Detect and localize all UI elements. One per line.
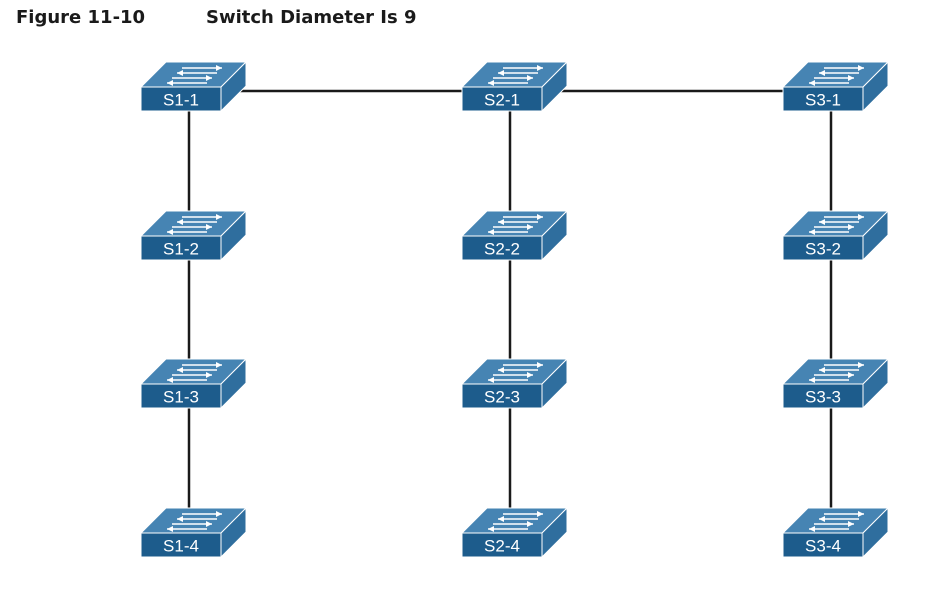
switch-S2-1: S2-1 (461, 61, 568, 112)
switch-S3-1: S3-1 (782, 61, 889, 112)
switch-label: S3-1 (805, 91, 841, 110)
switch-S2-4: S2-4 (461, 507, 568, 558)
network-switch-icon (488, 362, 543, 383)
switch-S2-3: S2-3 (461, 358, 568, 409)
switch-label: S3-4 (805, 537, 841, 556)
switch-label: S2-3 (484, 388, 520, 407)
links-layer (187, 89, 836, 539)
network-switch-icon (488, 511, 543, 532)
switch-label: S3-2 (805, 240, 841, 259)
figure-number: Figure 11-10 (16, 7, 146, 28)
network-switch-icon (809, 362, 864, 383)
switch-label: S1-4 (163, 537, 199, 556)
switch-front-face (140, 86, 222, 112)
figure-caption: Figure 11-10 Switch Diameter Is 9 (16, 5, 417, 31)
switch-S1-2: S1-2 (140, 210, 247, 261)
switch-label: S2-2 (484, 240, 520, 259)
network-switch-icon (167, 65, 222, 86)
switch-label: S2-4 (484, 537, 520, 556)
switches-layer: S1-1 S2-1 S3-1S1-2 S2-2 S3-2S1-3 S2-3 S3-3S1-4… (140, 61, 889, 558)
figure-title: Switch Diameter Is 9 (206, 7, 417, 28)
network-switch-icon (167, 214, 222, 235)
switch-front-face (782, 235, 864, 261)
switch-front-face (140, 383, 222, 409)
switch-S1-4: S1-4 (140, 507, 247, 558)
switch-S1-3: S1-3 (140, 358, 247, 409)
switch-label: S2-1 (484, 91, 520, 110)
switch-front-face (140, 532, 222, 558)
switch-label: S1-3 (163, 388, 199, 407)
network-switch-icon (167, 511, 222, 532)
switch-front-face (782, 86, 864, 112)
switch-label: S3-3 (805, 388, 841, 407)
switch-front-face (140, 235, 222, 261)
switch-label: S1-1 (163, 91, 199, 110)
network-switch-icon (809, 65, 864, 86)
network-switch-icon (488, 214, 543, 235)
switch-label: S1-2 (163, 240, 199, 259)
switch-S2-2: S2-2 (461, 210, 568, 261)
switch-front-face (782, 383, 864, 409)
switch-S3-3: S3-3 (782, 358, 889, 409)
switch-S3-4: S3-4 (782, 507, 889, 558)
switch-front-face (461, 86, 543, 112)
network-switch-icon (167, 362, 222, 383)
switch-front-face (461, 383, 543, 409)
switch-front-face (461, 532, 543, 558)
network-switch-icon (809, 214, 864, 235)
network-switch-icon (488, 65, 543, 86)
network-switch-icon (809, 511, 864, 532)
switch-front-face (782, 532, 864, 558)
switch-S3-2: S3-2 (782, 210, 889, 261)
switch-front-face (461, 235, 543, 261)
switch-S1-1: S1-1 (140, 61, 247, 112)
